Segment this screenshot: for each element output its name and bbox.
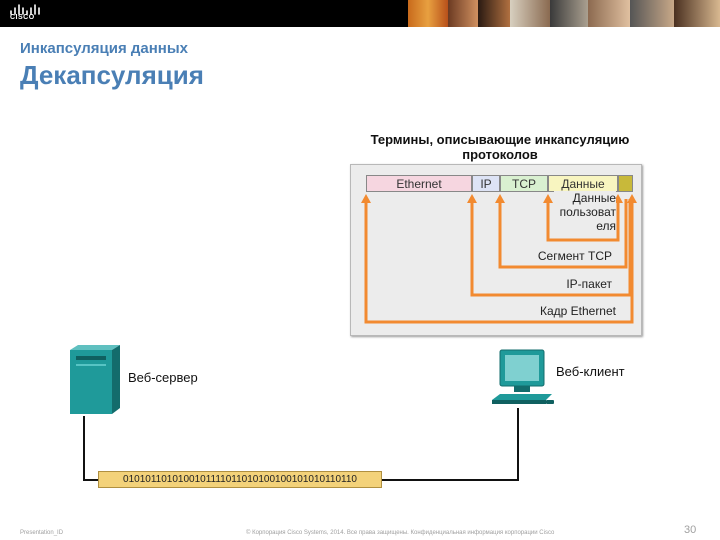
bitstream: 0101011010100101111011010100100101010110…: [98, 471, 382, 488]
page-number: 30: [684, 524, 697, 536]
client-label: Веб-клиент: [556, 364, 625, 379]
ethernet-field: Ethernet: [366, 175, 472, 192]
cisco-logo-icon: [10, 4, 40, 15]
ip-field: IP: [472, 175, 500, 192]
server-icon: [70, 345, 120, 414]
ethernet-frame-label: Кадр Ethernet: [539, 304, 616, 318]
top-banner: CISCO: [0, 0, 720, 27]
slide-subtitle: Инкапсуляция данных: [20, 40, 189, 57]
panel-title: Термины, описывающие инкапсуляцию проток…: [370, 132, 630, 162]
tcp-segment-label: Сегмент TCP: [537, 249, 612, 263]
ip-packet-label: IP-пакет: [566, 277, 612, 291]
tcp-field: TCP: [500, 175, 548, 192]
data-field: Данные: [548, 175, 618, 192]
footer-left: Presentation_ID: [20, 530, 64, 536]
trailer-field: [618, 175, 633, 192]
server-label: Веб-сервер: [128, 370, 198, 385]
client-computer-icon: [492, 349, 554, 404]
logo-text: CISCO: [10, 14, 35, 21]
user-data-label: Данные пользоват еля: [554, 191, 616, 233]
footer-copyright: © Корпорация Cisco Systems, 2014. Все пр…: [246, 530, 555, 536]
photo-strip: [408, 0, 720, 27]
slide-title: Декапсуляция: [20, 60, 204, 90]
